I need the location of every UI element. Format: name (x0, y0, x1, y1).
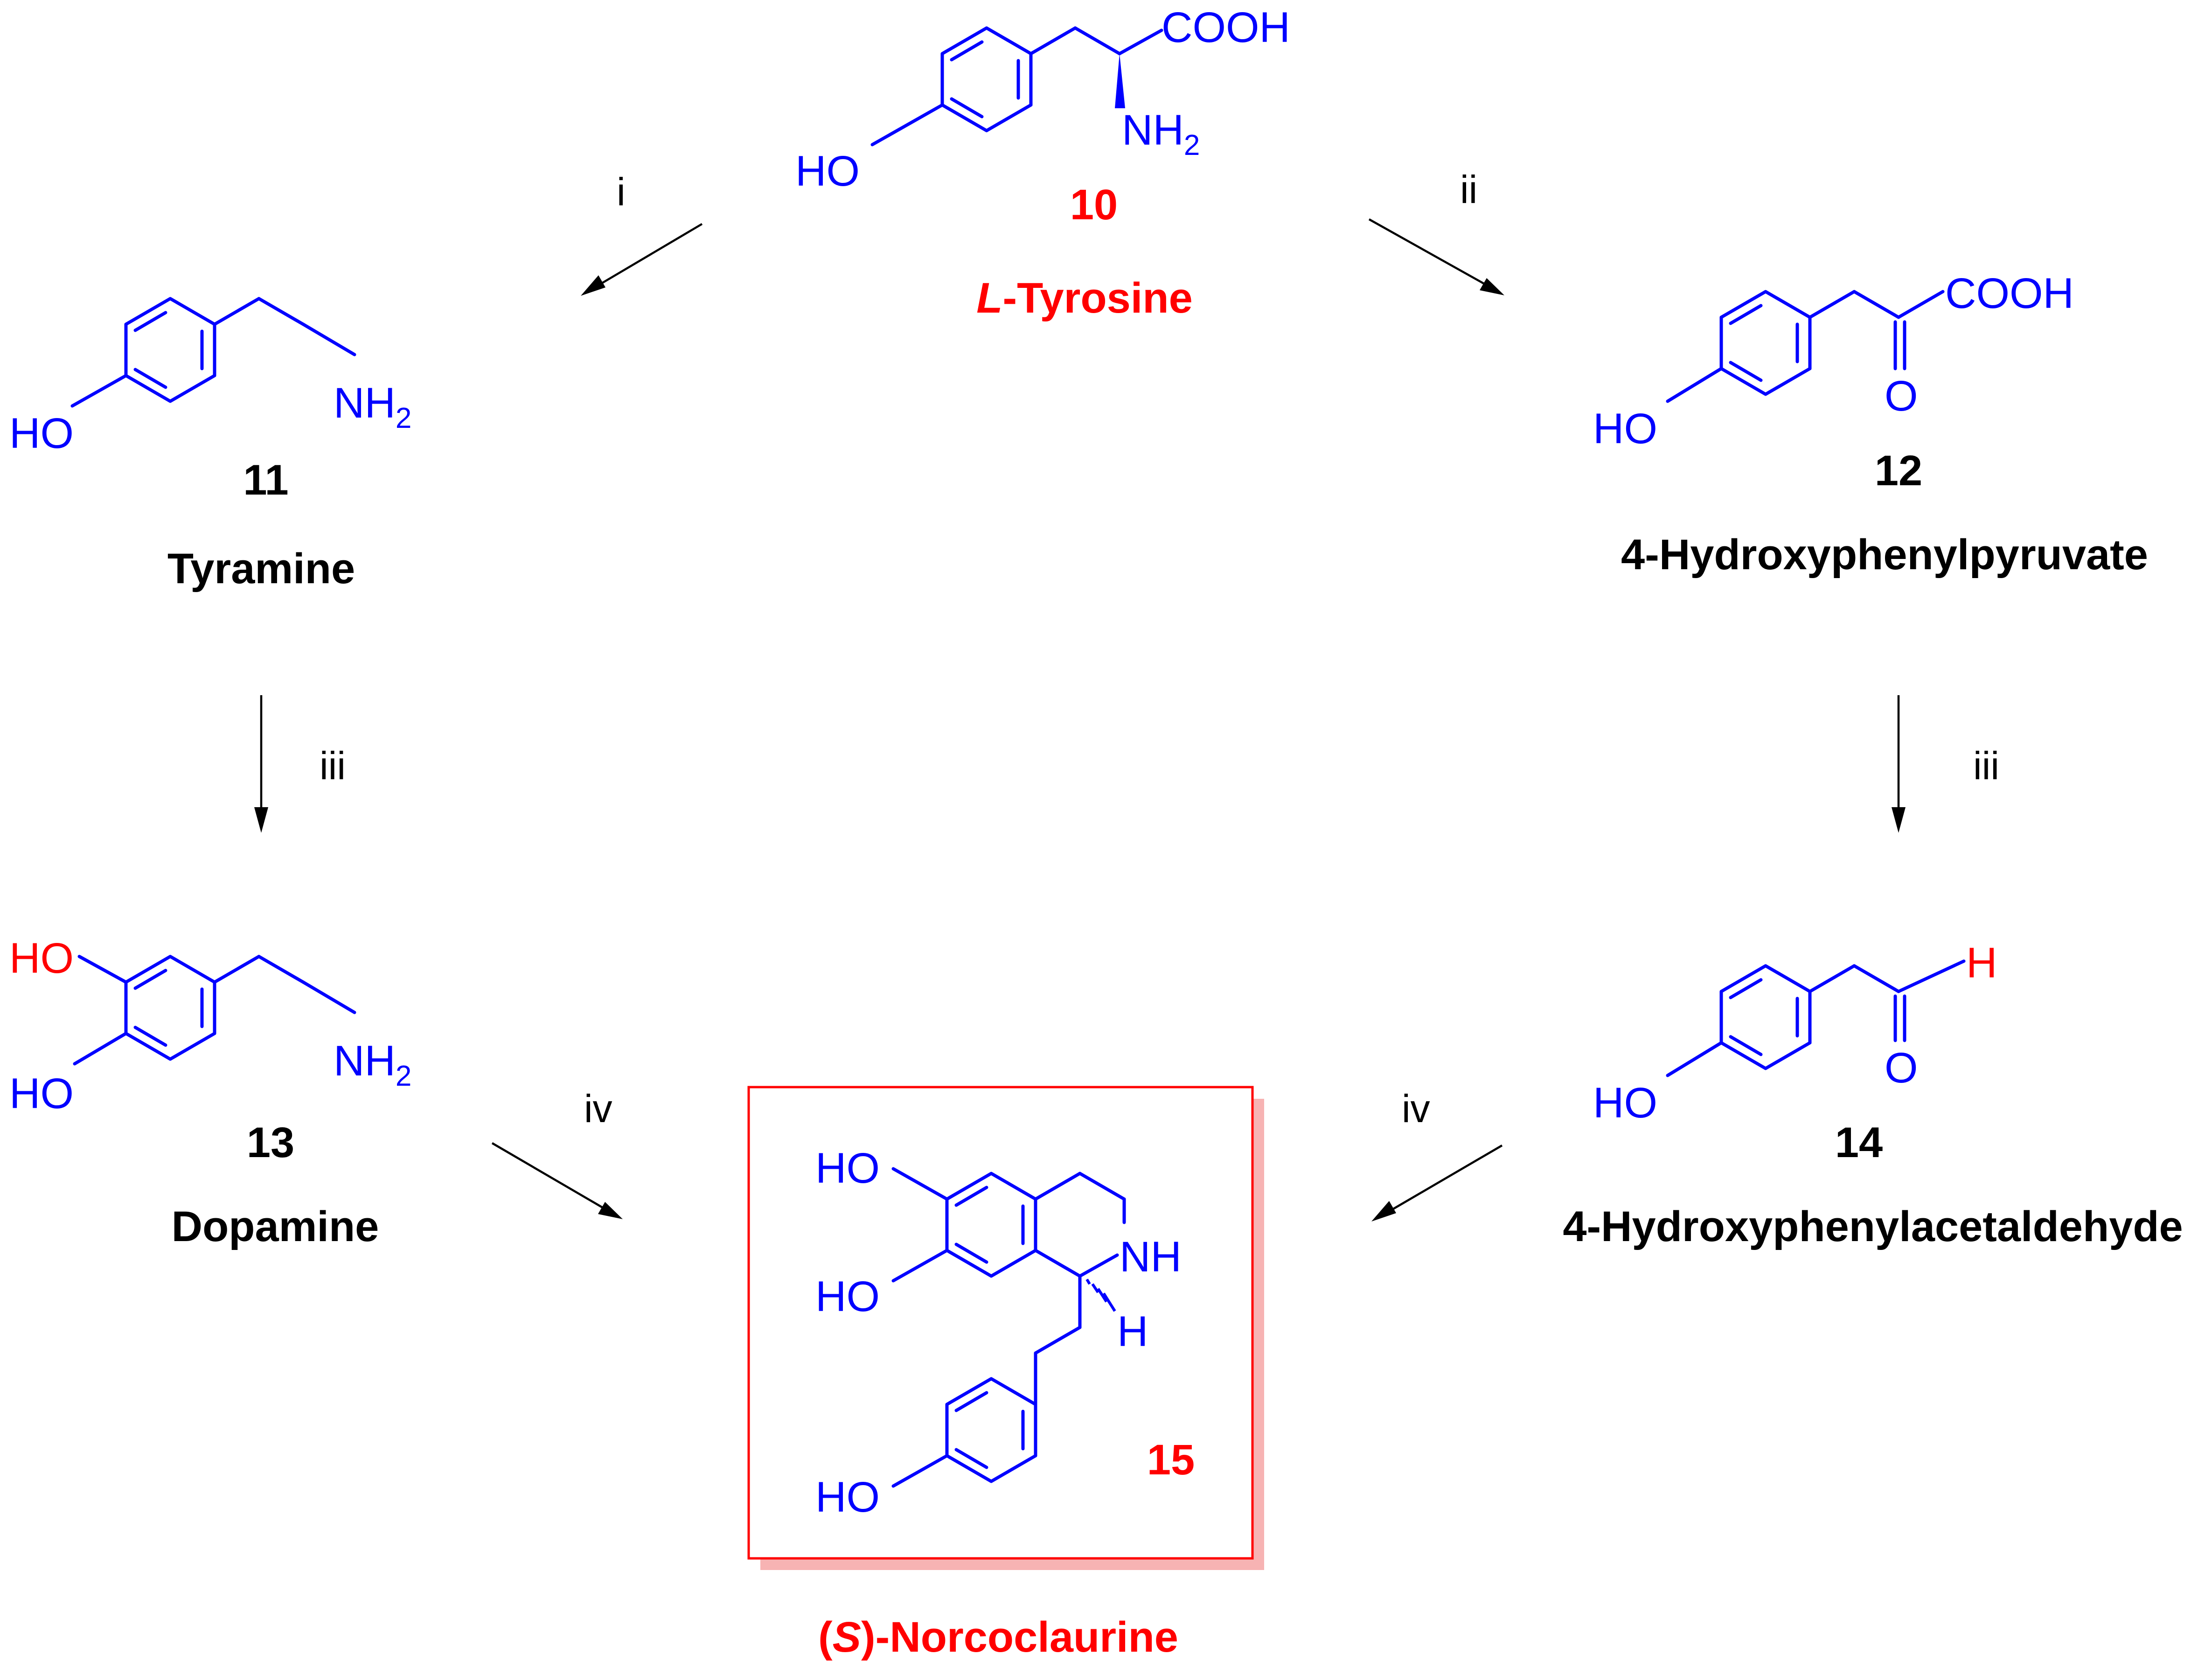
step-label-ii: ii (1460, 168, 1477, 211)
arrow-step-ii (1368, 218, 1504, 295)
tyramine-structure: HO NH2 (9, 297, 411, 457)
hash-bond (1085, 1278, 1116, 1312)
hpaa-ho: HO (1593, 1079, 1657, 1127)
hpaa-h: H (1966, 939, 1997, 987)
hpp-structure: HO COOH O (1593, 270, 2074, 453)
arrow-step-iv-right (1371, 1145, 1503, 1221)
hpaa-o: O (1885, 1044, 1918, 1092)
tyramine-nh2: NH2 (334, 379, 411, 434)
tyrosine-cooh: COOH (1162, 4, 1290, 51)
step-label-iii-right: iii (1973, 744, 1999, 788)
tyramine-name: Tyramine (167, 545, 355, 593)
hpp-ho: HO (1593, 405, 1657, 453)
norcoclaurine-structure: HO HO HO NH H (815, 1145, 1182, 1521)
norcoclaurine-name: (S)-Norcoclaurine (818, 1613, 1178, 1661)
dopamine-structure: HO HO NH2 (9, 935, 411, 1117)
hpp-number: 12 (1875, 447, 1922, 495)
hpp-o: O (1885, 372, 1918, 420)
arrow-step-i (581, 223, 703, 296)
norcoclaurine-ho-top: HO (815, 1145, 880, 1192)
norcoclaurine-nh: NH (1120, 1233, 1182, 1281)
dopamine-name: Dopamine (172, 1203, 379, 1250)
product-box (747, 1086, 1254, 1560)
dopamine-ho-red: HO (9, 935, 74, 982)
step-label-i: i (617, 170, 626, 214)
arrow-step-iii-right (1892, 695, 1906, 833)
dopamine-number: 13 (247, 1119, 294, 1166)
step-label-iv-left: iv (584, 1087, 612, 1131)
wedge-bond (1115, 54, 1125, 108)
step-label-iv-right: iv (1402, 1087, 1430, 1131)
tyramine-ho: HO (9, 410, 74, 457)
tyrosine-structure: HO COOH NH2 (795, 4, 1290, 195)
tyrosine-ho: HO (795, 147, 860, 195)
hpaa-structure: HO H O (1593, 939, 1997, 1127)
dopamine-nh2: NH2 (334, 1037, 411, 1092)
tyrosine-name: L-Tyrosine (976, 274, 1192, 322)
norcoclaurine-number: 15 (1147, 1436, 1195, 1484)
arrow-step-iv-left (491, 1142, 623, 1219)
dopamine-ho: HO (9, 1070, 74, 1117)
hpp-name: 4-Hydroxyphenylpyruvate (1621, 531, 2148, 579)
hpaa-number: 14 (1835, 1119, 1883, 1166)
norcoclaurine-ho-mid: HO (815, 1273, 880, 1320)
step-label-iii-left: iii (320, 744, 346, 788)
tyrosine-nh2: NH2 (1122, 106, 1200, 161)
tyramine-number: 11 (243, 456, 288, 504)
tyrosine-number: 10 (1070, 181, 1118, 229)
hpaa-name: 4-Hydroxyphenylacetaldehyde (1563, 1203, 2183, 1250)
norcoclaurine-h: H (1117, 1308, 1148, 1355)
hpp-cooh: COOH (1945, 270, 2074, 317)
norcoclaurine-ho-bottom: HO (815, 1473, 880, 1521)
arrow-step-iii-left (254, 695, 268, 833)
